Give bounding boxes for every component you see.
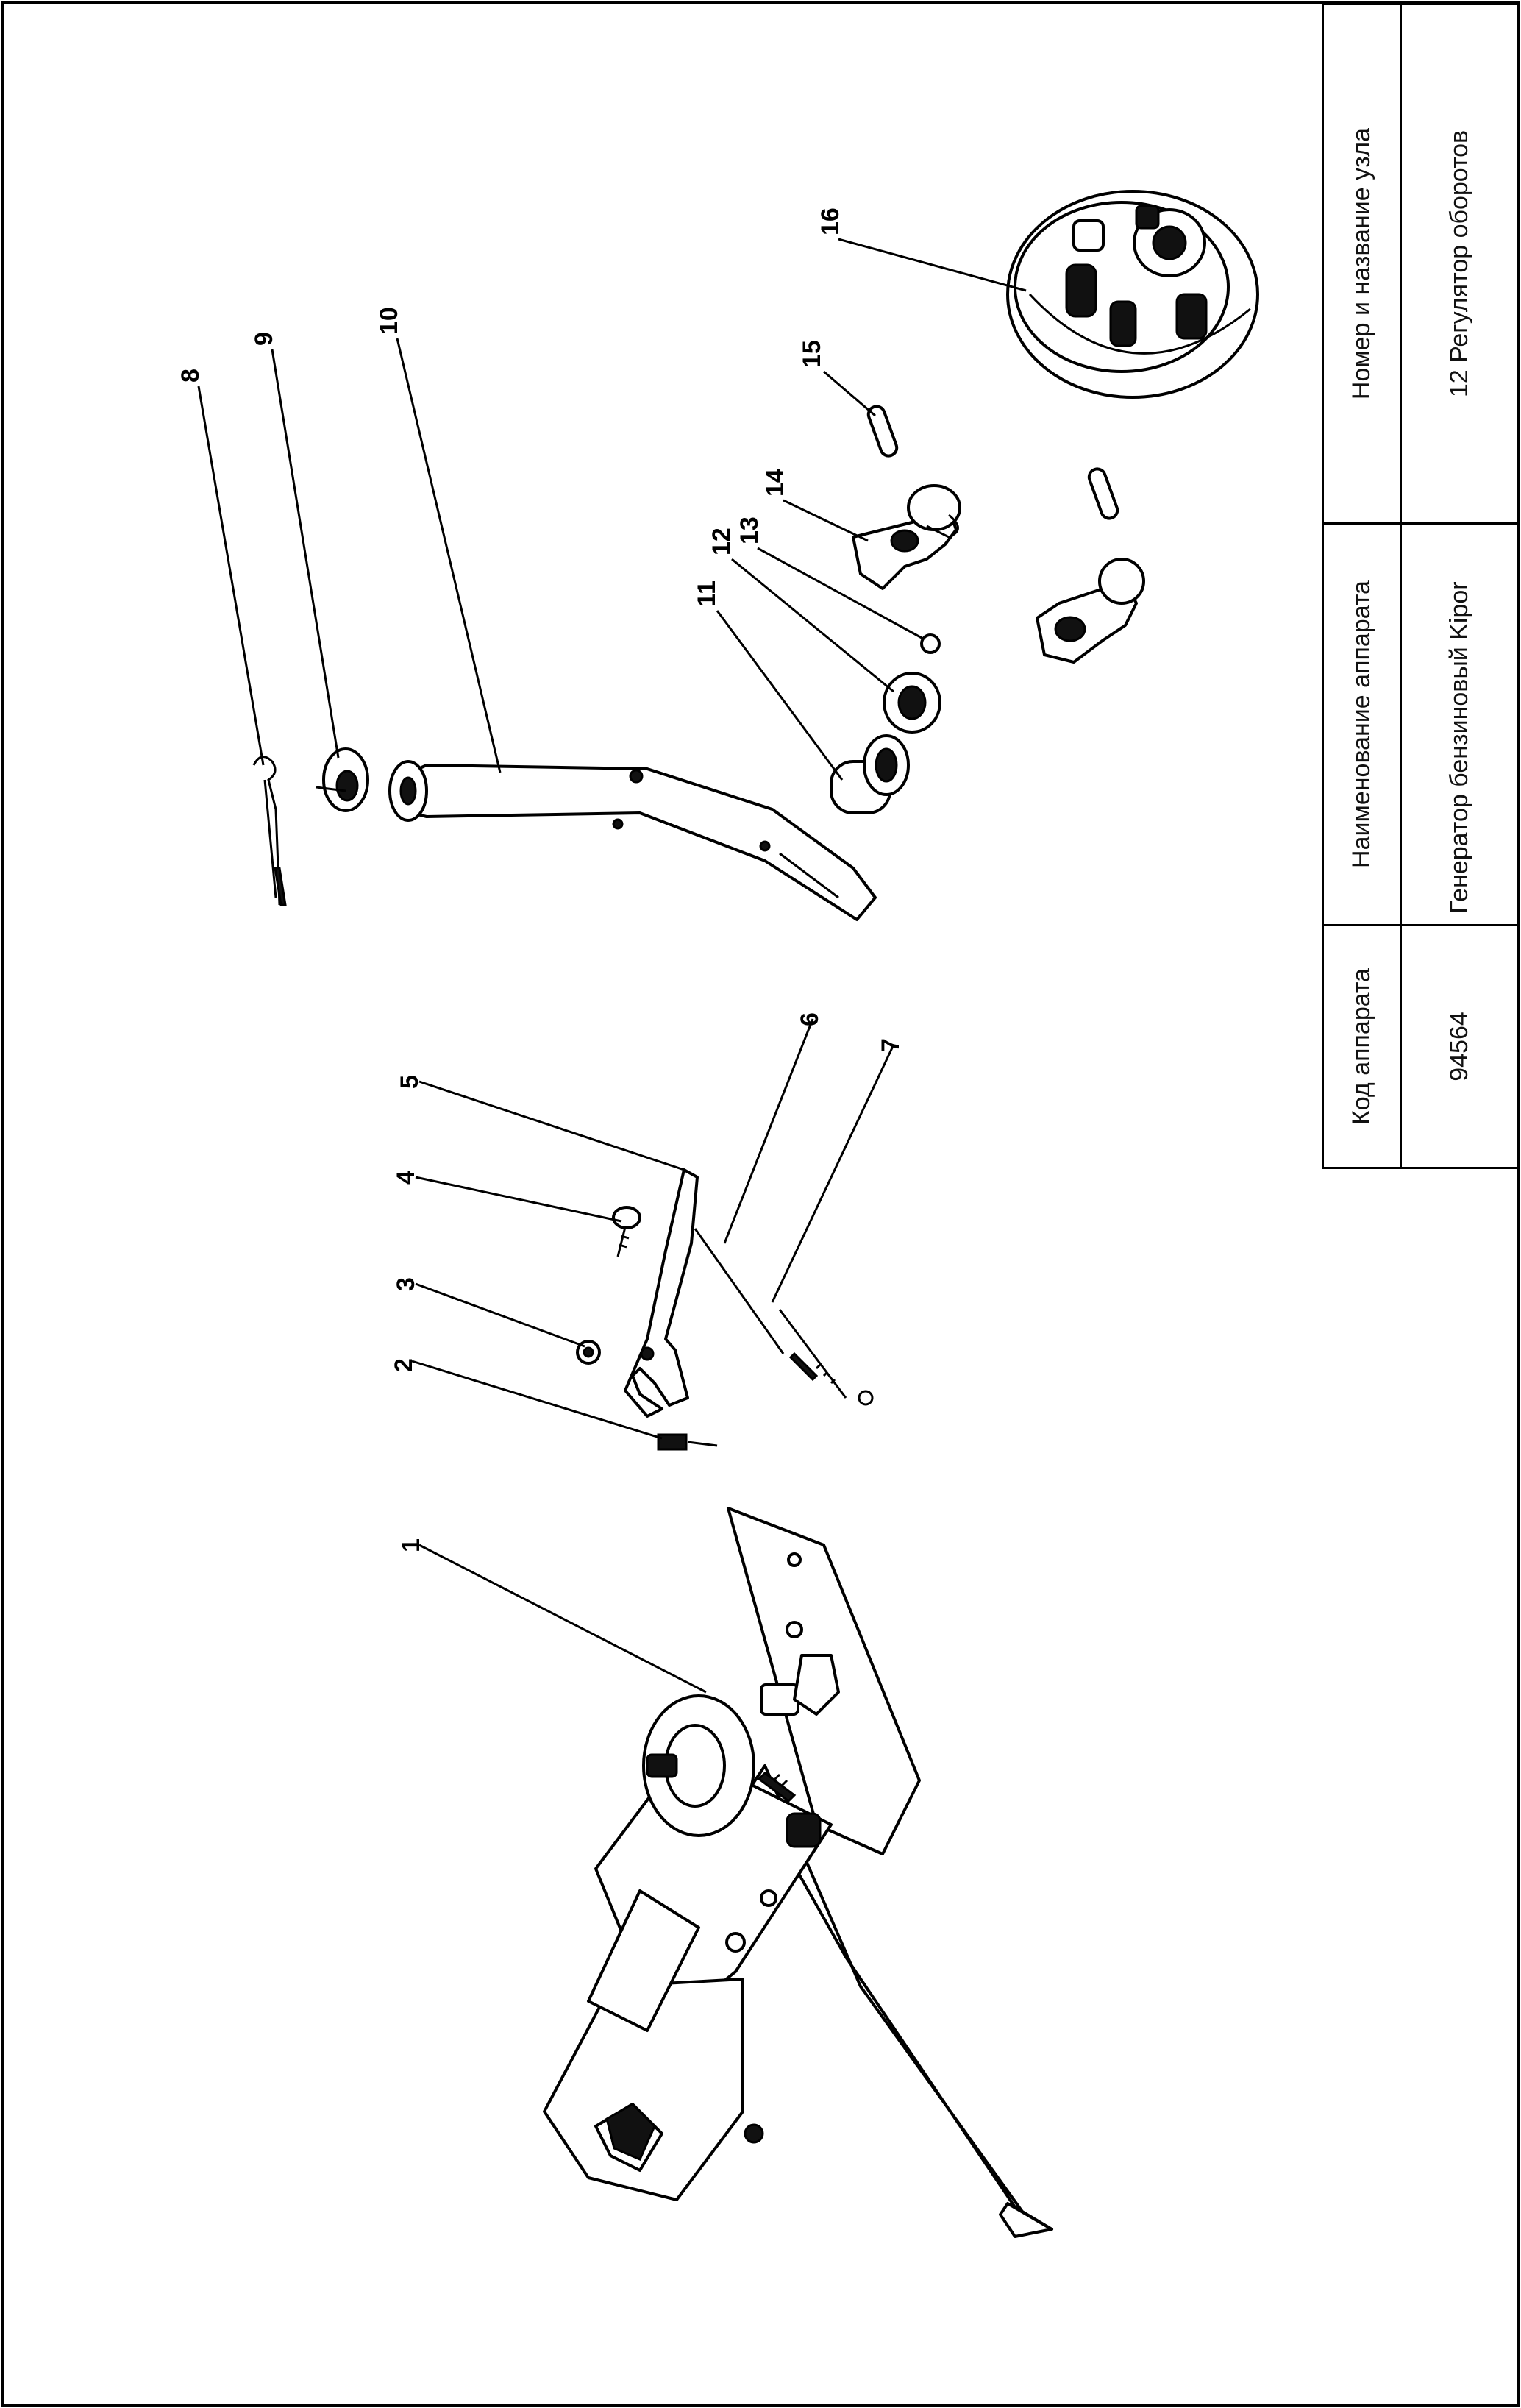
callout-16: 16: [816, 207, 844, 235]
leader-lines: [197, 238, 1027, 1694]
callout-3: 3: [392, 1277, 420, 1291]
part-9-washer: [316, 747, 369, 812]
value-code: 94564: [1402, 923, 1517, 1167]
part-5-lever-bracket: [624, 1168, 699, 1418]
callout-2: 2: [390, 1358, 418, 1372]
part-11-sleeve: [830, 734, 910, 814]
header-code: Код аппарата: [1324, 923, 1402, 1167]
callout-9: 9: [250, 332, 278, 346]
callout-1: 1: [397, 1538, 425, 1552]
flyweight-spare: [1036, 467, 1145, 664]
part-16-governor-gear: [1006, 190, 1259, 399]
part-1-governor-bracket: [543, 1507, 1053, 2238]
part-7-spring-rod: [778, 1309, 874, 1406]
part-2-spring: [657, 1433, 718, 1451]
callout-8: 8: [177, 369, 204, 383]
title-block: Код аппарата Наименование аппарата Номер…: [1322, 2, 1519, 1169]
part-8-cotter-pin: [252, 756, 287, 906]
part-6-rod: [694, 1228, 785, 1354]
header-unit: Номер и название узла: [1324, 4, 1402, 522]
callout-labels: 1 2 3 4 5 6 7 8 9 10 11 12 13 14 15 16: [177, 207, 905, 1552]
callout-5: 5: [396, 1075, 424, 1089]
callout-4: 4: [392, 1171, 420, 1185]
callout-11: 11: [693, 580, 721, 607]
header-name: Наименование аппарата: [1324, 522, 1402, 924]
value-name: Генератор бензиновый Kipor: [1402, 522, 1517, 924]
callout-12: 12: [708, 528, 735, 555]
callout-10: 10: [375, 307, 403, 335]
part-4-screw: [612, 1206, 641, 1257]
part-15-pin: [866, 405, 899, 458]
callout-15: 15: [798, 340, 826, 368]
part-14-flyweight: [852, 484, 961, 590]
value-unit: 12 Регулятор оборотов: [1445, 129, 1473, 397]
callout-13: 13: [735, 516, 763, 544]
callout-7: 7: [877, 1038, 905, 1052]
callout-6: 6: [796, 1012, 824, 1026]
callout-14: 14: [761, 469, 789, 497]
part-12-washer: [883, 672, 941, 734]
part-13-ring: [920, 633, 941, 654]
part-10-governor-arm: [388, 760, 877, 921]
